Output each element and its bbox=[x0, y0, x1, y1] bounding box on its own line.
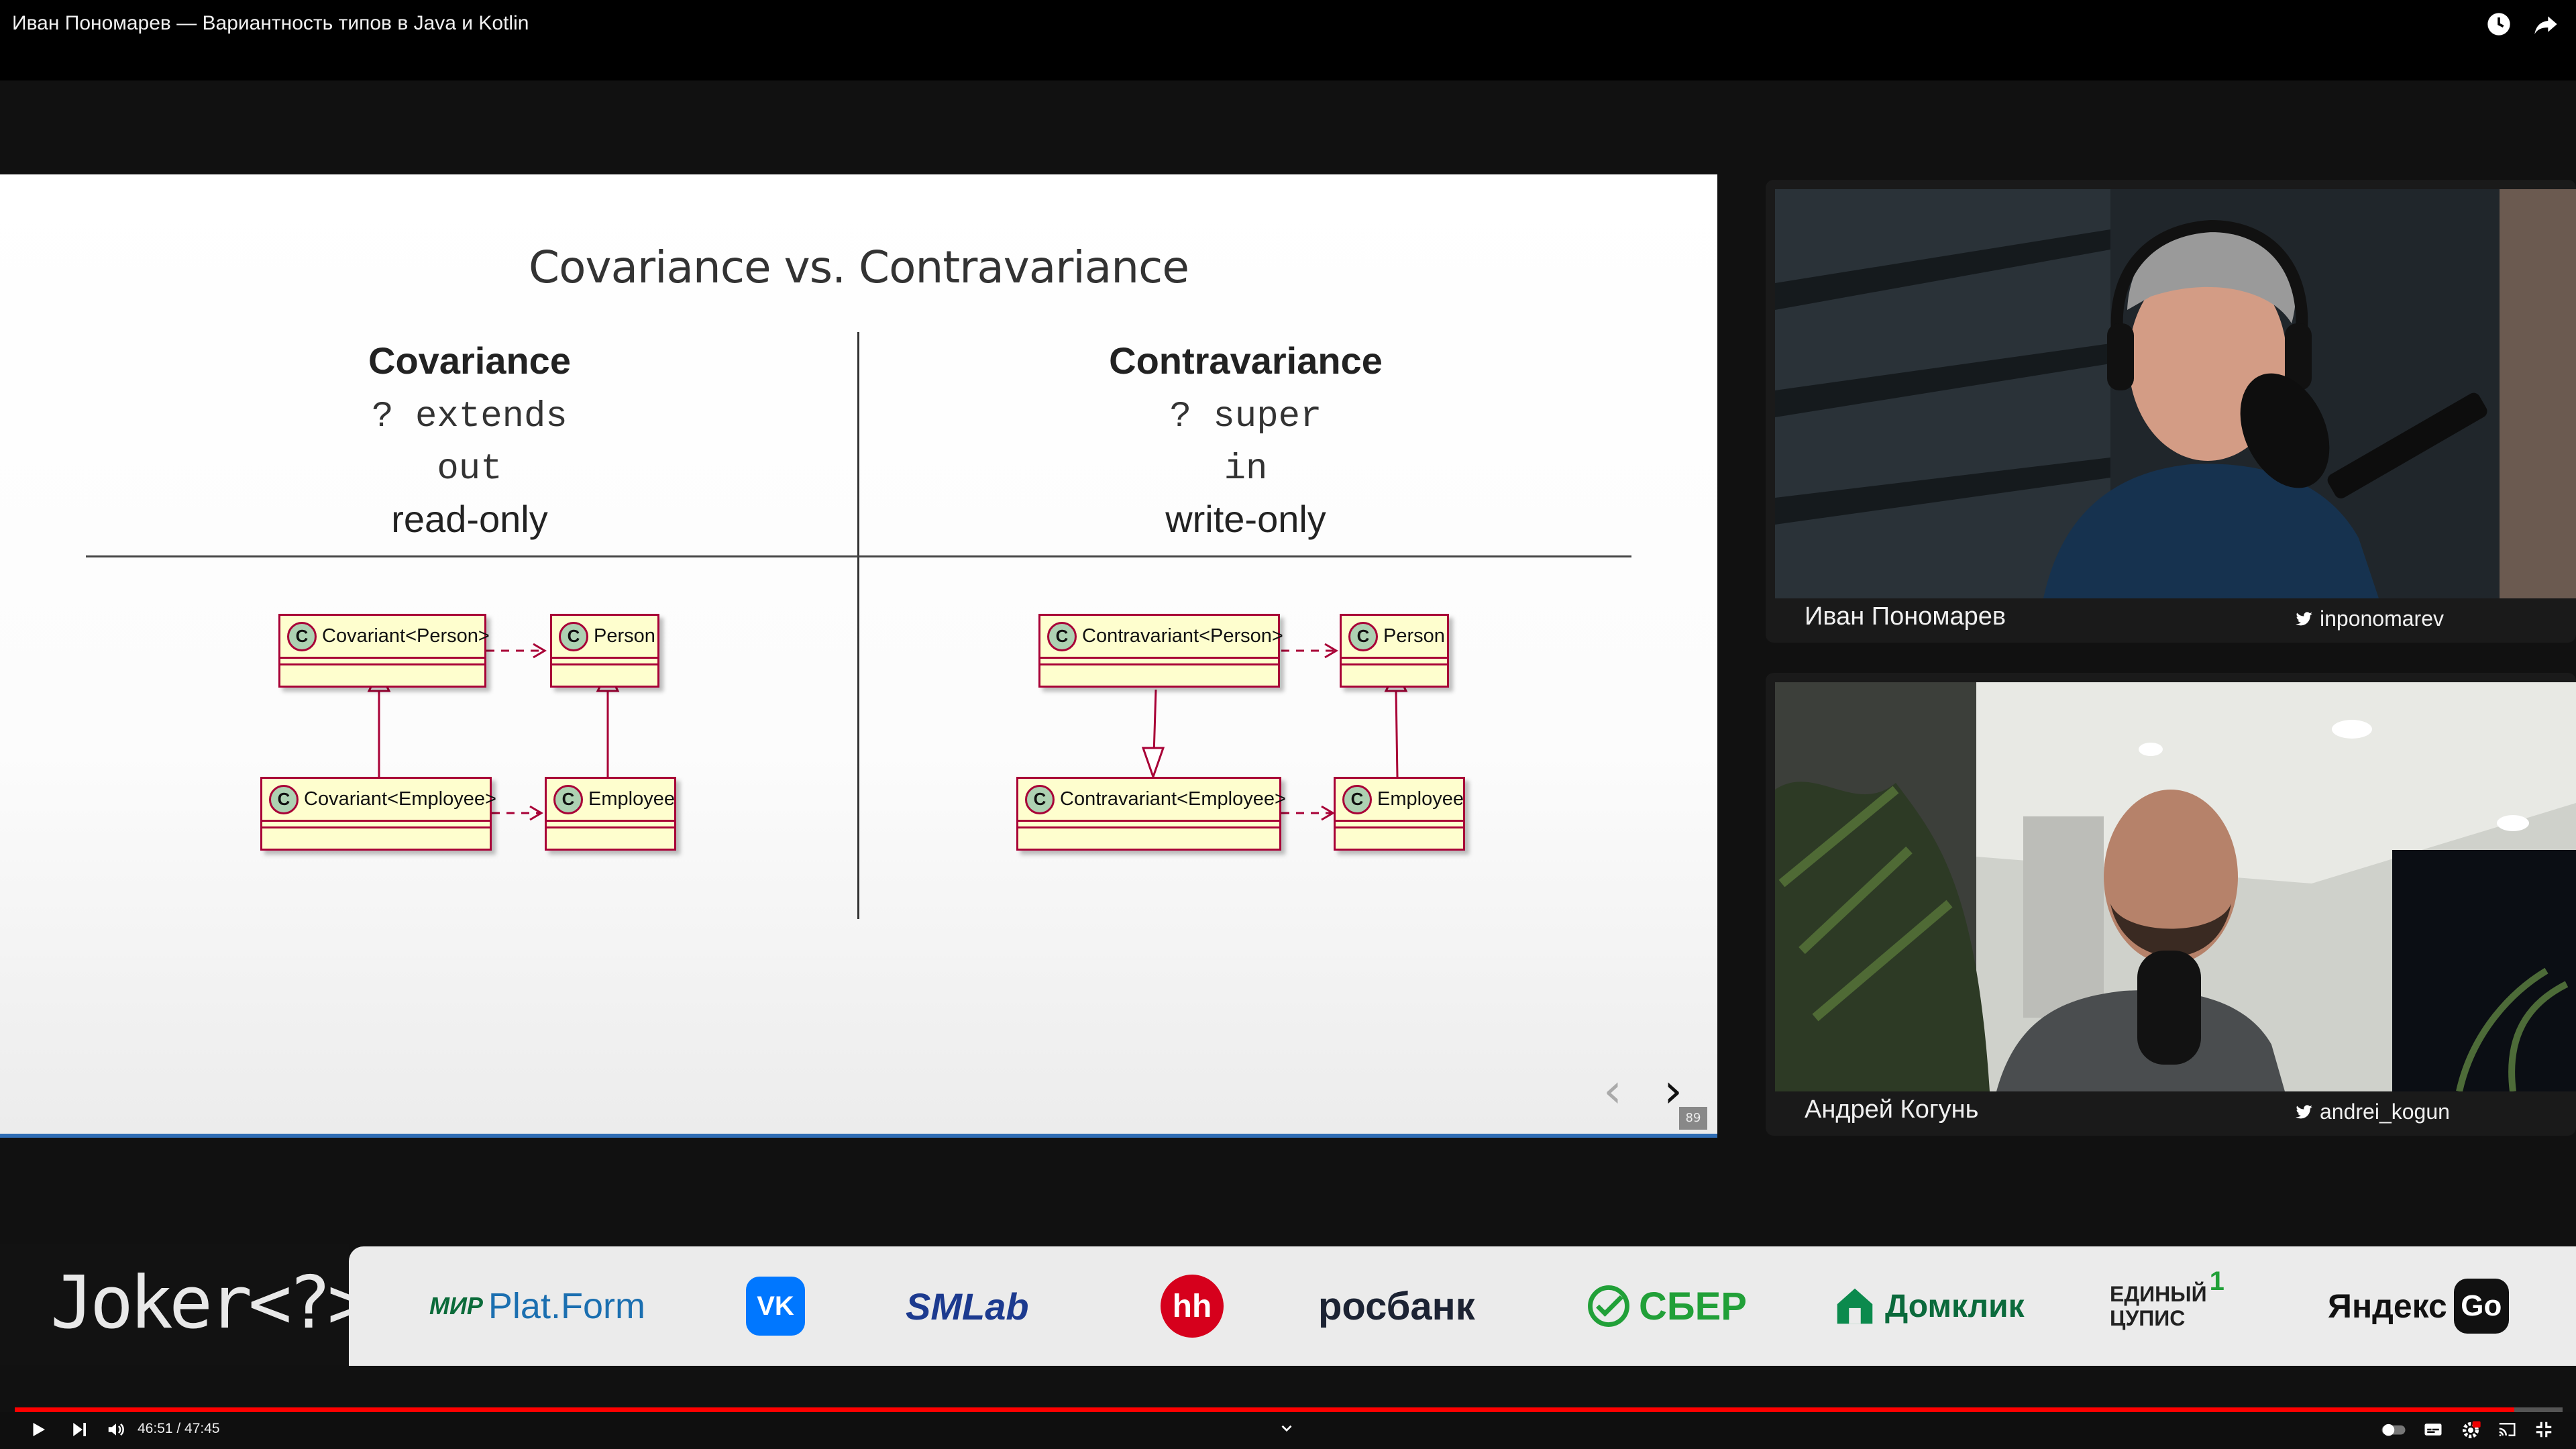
covariance-keyword: out bbox=[437, 449, 502, 490]
speaker-handle: inponomarev bbox=[2296, 606, 2444, 631]
cast-icon[interactable] bbox=[2497, 1419, 2517, 1443]
sponsor-vk-label: VK bbox=[746, 1277, 805, 1336]
uml-class-label: Contravariant<Employee> bbox=[1060, 788, 1286, 810]
video-title[interactable]: Иван Пономарев — Вариантность типов в Ja… bbox=[12, 12, 529, 34]
sponsor-smlab: SMLab bbox=[906, 1246, 1029, 1366]
speaker-handle-text: andrei_kogun bbox=[2320, 1099, 2450, 1124]
class-stereotype-icon: C bbox=[553, 784, 583, 814]
header-divider bbox=[86, 555, 1631, 557]
class-stereotype-icon: C bbox=[1348, 621, 1378, 651]
presentation-slide: Covariance vs. Contravariance Covariance… bbox=[0, 174, 1717, 1138]
uml-class-person: C Person bbox=[550, 614, 659, 688]
speaker-panel-1: Иван Пономарев inponomarev bbox=[1766, 180, 2576, 643]
class-stereotype-icon: C bbox=[269, 784, 299, 814]
top-bar bbox=[0, 0, 2576, 80]
class-stereotype-icon: C bbox=[287, 621, 317, 651]
sponsor-strip: МИР Plat.Form VK SMLab hh росбанк СБЕР Д… bbox=[349, 1246, 2576, 1366]
contravariance-heading: Contravariance bbox=[1109, 339, 1383, 382]
speaker-video-1 bbox=[1775, 189, 2576, 598]
autoplay-toggle-icon[interactable] bbox=[2380, 1419, 2407, 1443]
uml-class-label: Person bbox=[1383, 625, 1445, 647]
chevron-down-icon[interactable] bbox=[1278, 1419, 1295, 1440]
progress-fill bbox=[15, 1407, 2514, 1412]
class-stereotype-icon: C bbox=[1025, 784, 1055, 814]
share-icon[interactable] bbox=[2532, 11, 2559, 38]
slide-title: Covariance vs. Contravariance bbox=[529, 241, 1189, 293]
sponsor-mir-platform: МИР Plat.Form bbox=[429, 1246, 645, 1366]
sponsor-hh-label: hh bbox=[1161, 1275, 1224, 1338]
sponsor-yandex-go: Яндекс Go bbox=[2328, 1246, 2509, 1366]
sponsor-vk: VK bbox=[746, 1246, 805, 1366]
speaker-video-2 bbox=[1775, 682, 2576, 1091]
class-stereotype-icon: C bbox=[1047, 621, 1077, 651]
speaker-panel-2: Андрей Когунь andrei_kogun bbox=[1766, 673, 2576, 1136]
speaker-name: Иван Пономарев bbox=[1805, 602, 2006, 631]
class-stereotype-icon: C bbox=[559, 621, 588, 651]
sber-logo-icon bbox=[1588, 1285, 1629, 1327]
twitter-icon bbox=[2296, 611, 2312, 625]
uml-class-label: Covariant<Employee> bbox=[304, 788, 496, 810]
covariance-wildcard: ? extends bbox=[372, 396, 568, 437]
conference-branding bbox=[0, 1244, 349, 1365]
sponsor-hh: hh bbox=[1161, 1246, 1224, 1366]
sponsor-rosbank: росбанк bbox=[1318, 1246, 1475, 1366]
slide-prev-chevron-icon[interactable]: ‹ bbox=[1603, 1063, 1622, 1118]
covariance-column: Covariance ? extends out read-only bbox=[84, 339, 855, 543]
covariance-mode: read-only bbox=[391, 498, 548, 540]
volume-icon[interactable] bbox=[106, 1419, 126, 1443]
play-icon[interactable] bbox=[28, 1419, 48, 1443]
time-display: 46:51 / 47:45 bbox=[138, 1421, 220, 1436]
uml-class-label: Covariant<Person> bbox=[322, 625, 490, 647]
uml-class-label: Employee bbox=[588, 788, 675, 810]
speaker-handle-text: inponomarev bbox=[2320, 606, 2444, 631]
exit-fullscreen-icon[interactable] bbox=[2534, 1419, 2554, 1443]
sponsor-cupis-sup: 1 bbox=[2209, 1267, 2224, 1296]
speaker-handle: andrei_kogun bbox=[2296, 1099, 2450, 1124]
column-divider bbox=[857, 332, 859, 919]
sponsor-sber-label: СБЕР bbox=[1639, 1284, 1747, 1328]
sponsor-go-label: Go bbox=[2453, 1279, 2509, 1334]
contravariance-keyword: in bbox=[1224, 449, 1268, 490]
uml-class-label: Person bbox=[594, 625, 655, 647]
sponsor-smlab-label: SMLab bbox=[906, 1285, 1029, 1328]
uml-class-label: Contravariant<Person> bbox=[1082, 625, 1283, 647]
contravariance-mode: write-only bbox=[1165, 498, 1326, 540]
speaker-name: Андрей Когунь bbox=[1805, 1095, 1979, 1124]
joker-logo: Joker<?> bbox=[50, 1261, 371, 1345]
uml-class-label: Employee bbox=[1377, 788, 1464, 810]
sponsor-platform-label: Plat.Form bbox=[488, 1286, 645, 1326]
sponsor-rosbank-label: росбанк bbox=[1318, 1284, 1475, 1328]
covariance-heading: Covariance bbox=[368, 339, 571, 382]
slide-page-number: 89 bbox=[1679, 1107, 1707, 1130]
sponsor-domclick: Домклик bbox=[1831, 1246, 2025, 1366]
progress-remaining bbox=[2514, 1407, 2563, 1412]
sponsor-domclick-label: Домклик bbox=[1885, 1288, 2025, 1324]
watch-later-icon[interactable] bbox=[2485, 11, 2512, 38]
sponsor-cupis-line1: ЕДИНЫЙ bbox=[2110, 1282, 2207, 1306]
progress-bar[interactable] bbox=[15, 1407, 2563, 1412]
next-video-icon[interactable] bbox=[69, 1419, 89, 1443]
player-controls bbox=[0, 1412, 2576, 1449]
class-stereotype-icon: C bbox=[1342, 784, 1372, 814]
subtitles-icon[interactable] bbox=[2423, 1419, 2443, 1443]
sponsor-yandex-label: Яндекс bbox=[2328, 1287, 2447, 1325]
domclick-logo-icon bbox=[1837, 1288, 1873, 1324]
sponsor-cupis-line2: ЦУПИС bbox=[2110, 1306, 2186, 1330]
sponsor-sber: СБЕР bbox=[1587, 1246, 1747, 1366]
uml-connectors bbox=[367, 643, 1408, 821]
contravariance-column: Contravariance ? super in write-only bbox=[860, 339, 1631, 543]
settings-gear-icon[interactable] bbox=[2460, 1419, 2481, 1444]
sponsor-cupis: ЕДИНЫЙ ЦУПИС 1 bbox=[2110, 1246, 2224, 1366]
twitter-icon bbox=[2296, 1104, 2312, 1118]
sponsor-mir-label: МИР bbox=[429, 1292, 483, 1320]
contravariance-wildcard: ? super bbox=[1169, 396, 1322, 437]
